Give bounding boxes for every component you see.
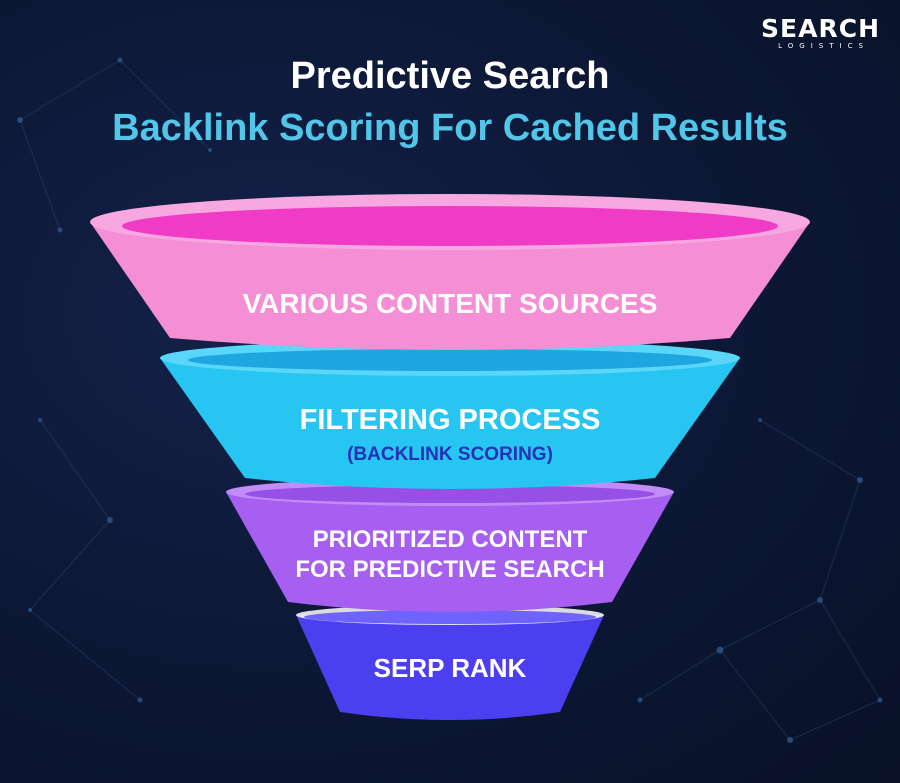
stage-3-label-line-2: FOR PREDICTIVE SEARCH bbox=[295, 556, 605, 583]
stage-1-label: VARIOUS CONTENT SOURCES bbox=[242, 288, 658, 319]
logo-tagline: LOGISTICS bbox=[778, 42, 869, 50]
logo-wordmark: SEARCH bbox=[761, 14, 880, 43]
funnel-stage-4 bbox=[296, 605, 604, 720]
title-line-1: Predictive Search bbox=[290, 55, 610, 97]
funnel-stage-2 bbox=[160, 340, 740, 489]
stage-2-sublabel: (BACKLINK SCORING) bbox=[347, 444, 553, 465]
search-logistics-logo: SEARCH LOGISTICS bbox=[761, 16, 880, 51]
title-line-2: Backlink Scoring For Cached Results bbox=[112, 107, 788, 149]
stage-4-label: SERP RANK bbox=[373, 653, 527, 683]
stage-2-label: FILTERING PROCESS bbox=[299, 404, 601, 436]
stage-3-label: PRIORITIZED CONTENT FOR PREDICTIVE SEARC… bbox=[0, 525, 900, 585]
stage-3-label-line-1: PRIORITIZED CONTENT bbox=[312, 526, 588, 553]
funnel-stage-1 bbox=[90, 194, 810, 350]
